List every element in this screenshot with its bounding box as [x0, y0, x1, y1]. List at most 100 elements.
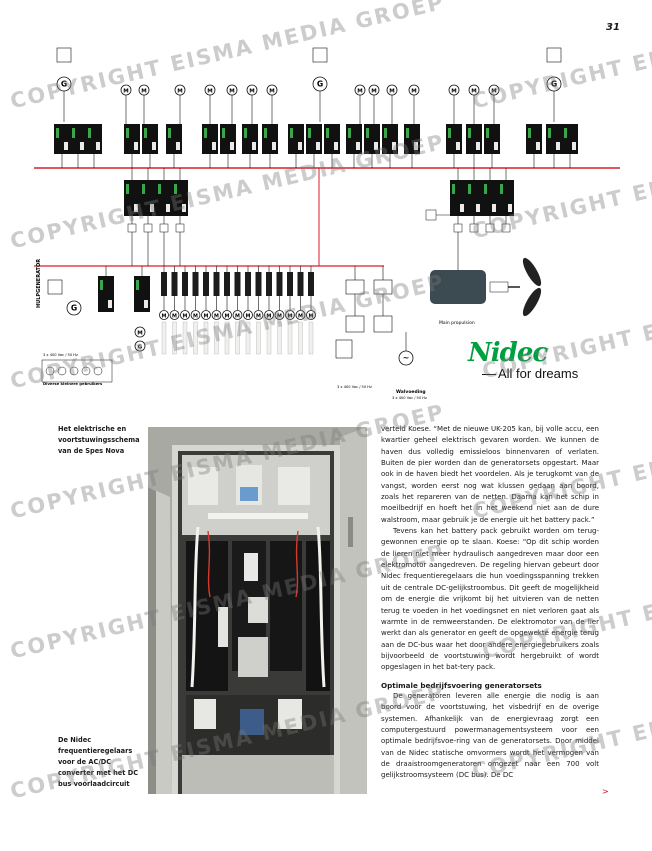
motor-label-strip: [193, 321, 198, 355]
motor-label-strip: [224, 321, 230, 355]
caption-diagram: Het elektrische en voortstuwingsschema v…: [58, 425, 140, 455]
aux-engine-box: [47, 279, 63, 295]
drive-led: [136, 280, 139, 290]
small-drive: [161, 272, 167, 296]
drive-terminal: [166, 204, 170, 212]
drive-terminal: [182, 204, 186, 212]
motor-symbol: M: [177, 88, 182, 94]
drive-led: [144, 128, 147, 138]
drive-terminal: [212, 142, 216, 150]
drive-led: [142, 184, 145, 194]
motor-symbol: M: [137, 330, 142, 336]
drive-led: [500, 184, 503, 194]
drive-terminal: [456, 142, 460, 150]
drive-terminal: [272, 142, 276, 150]
small-motor-symbol: M: [204, 313, 209, 319]
aux-generator: [66, 300, 82, 316]
breaker: [175, 223, 185, 233]
motor-label-strip: [266, 321, 272, 355]
small-motor: [180, 310, 190, 320]
nidec-tagline: All for dreams: [482, 366, 588, 381]
small-motor-symbol: M: [246, 313, 251, 319]
small-drive: [255, 272, 262, 296]
generator-symbol: G: [61, 79, 67, 88]
drive-terminal: [334, 142, 338, 150]
motor-symbol: M: [491, 88, 496, 94]
transformer: [335, 339, 353, 359]
small-drive: [266, 272, 272, 296]
drive-terminal: [230, 142, 234, 150]
drive-led: [528, 128, 531, 138]
drive-led: [308, 128, 311, 138]
motor-symbol: M: [357, 88, 362, 94]
lamp-icon: [57, 366, 67, 376]
small-motor-symbol: M: [256, 313, 261, 319]
small-motor: [306, 310, 316, 320]
breaker: [469, 223, 479, 233]
gearbox: [489, 281, 509, 293]
drive-terminal: [108, 300, 112, 308]
drive-led: [72, 128, 75, 138]
drive-led: [448, 128, 451, 138]
motor-label-strip: [308, 321, 314, 355]
drive-led: [100, 280, 103, 290]
generator: [134, 340, 146, 352]
drive-led: [384, 128, 387, 138]
drive-led: [56, 128, 59, 138]
small-drive: [287, 272, 293, 296]
small-motor: [274, 310, 285, 320]
small-motor: [243, 310, 253, 320]
small-motor: [211, 310, 222, 320]
propeller-blade: [522, 257, 542, 287]
drive-terminal: [374, 142, 378, 150]
small-motor-symbol: M: [267, 313, 272, 319]
drive-terminal: [80, 142, 84, 150]
propulsion-motor: [430, 270, 486, 304]
small-drive: [276, 272, 283, 296]
small-motor-symbol: M: [225, 313, 230, 319]
drive-led: [366, 128, 369, 138]
drive-led: [348, 128, 351, 138]
lamp-icon: [93, 366, 103, 376]
drive-terminal: [556, 142, 560, 150]
engine-box: [56, 47, 72, 63]
drive-terminal: [316, 142, 320, 150]
drive-led: [452, 184, 455, 194]
nidec-wordmark: Nidec: [468, 338, 548, 368]
small-drive: [203, 272, 209, 296]
drive-terminal: [492, 204, 496, 212]
motor-label-strip: [214, 321, 219, 355]
small-motor: [190, 310, 201, 320]
breaker: [127, 223, 137, 233]
walvoeding-label: Walvoeding: [396, 389, 426, 395]
motor-label-strip: [235, 321, 240, 355]
motor-symbol: M: [389, 88, 394, 94]
propeller-blade: [522, 287, 542, 317]
drive-terminal: [392, 142, 396, 150]
motor-symbol: M: [141, 88, 146, 94]
small-motor: [159, 310, 169, 320]
dcdc-converter: [345, 279, 365, 295]
motor-label-strip: [245, 321, 251, 355]
drive-led: [126, 184, 129, 194]
lamp-icon: [45, 366, 55, 376]
small-motor: [253, 310, 264, 320]
motor-label-strip: [287, 321, 293, 355]
motor-symbol: M: [123, 88, 128, 94]
drive-led: [468, 184, 471, 194]
small-drive: [171, 272, 178, 296]
motor-label-strip: [203, 321, 209, 355]
breaker: [159, 223, 169, 233]
drive-led: [88, 128, 91, 138]
motor-label-strip: [298, 321, 303, 355]
generator-symbol: G: [551, 79, 557, 88]
drive-led: [126, 128, 129, 138]
battery: [345, 315, 365, 333]
drive-led: [244, 128, 247, 138]
aux-generator-symbol: G: [71, 303, 77, 312]
drive-led: [406, 128, 409, 138]
motor-symbol: M: [371, 88, 376, 94]
drive-led: [158, 184, 161, 194]
drive-terminal: [414, 142, 418, 150]
